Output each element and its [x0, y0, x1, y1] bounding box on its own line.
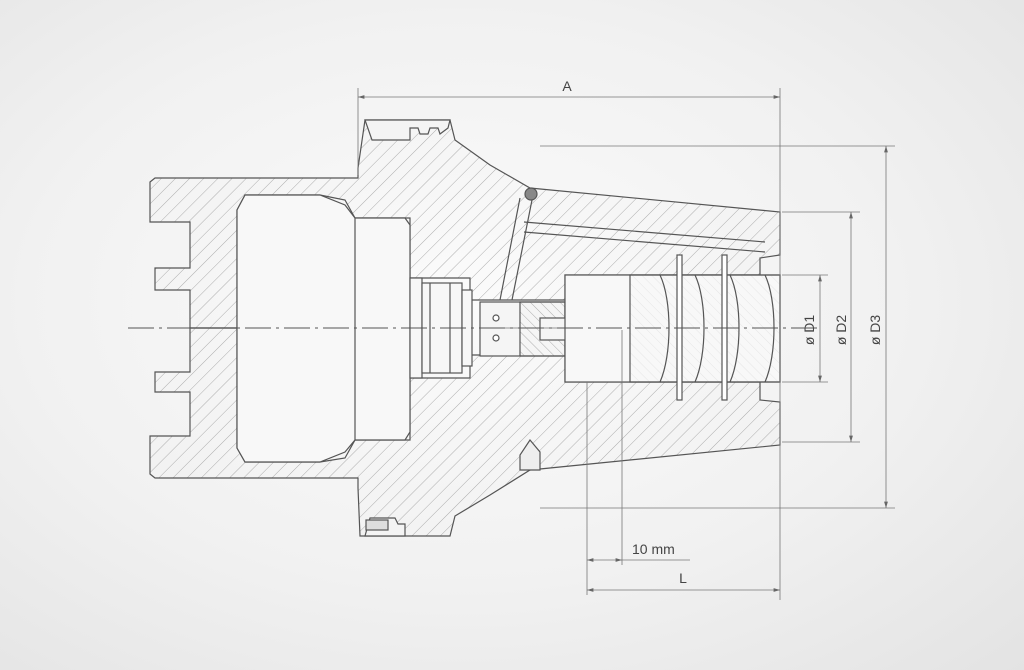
dimension-d2-label: ø D2: [833, 315, 849, 346]
dimension-l-label: L: [679, 570, 687, 586]
dimension-a-label: A: [562, 78, 572, 94]
dimension-d3-label: ø D3: [867, 315, 883, 346]
dimension-diameters: [540, 145, 895, 509]
dimension-l: [586, 330, 780, 595]
dimension-d1-label: ø D1: [801, 315, 817, 346]
dimension-pitch-label: 10 mm: [632, 541, 675, 557]
coolant-channel: [499, 187, 766, 301]
dimension-a: [357, 88, 781, 600]
flange-notches: [364, 119, 541, 537]
